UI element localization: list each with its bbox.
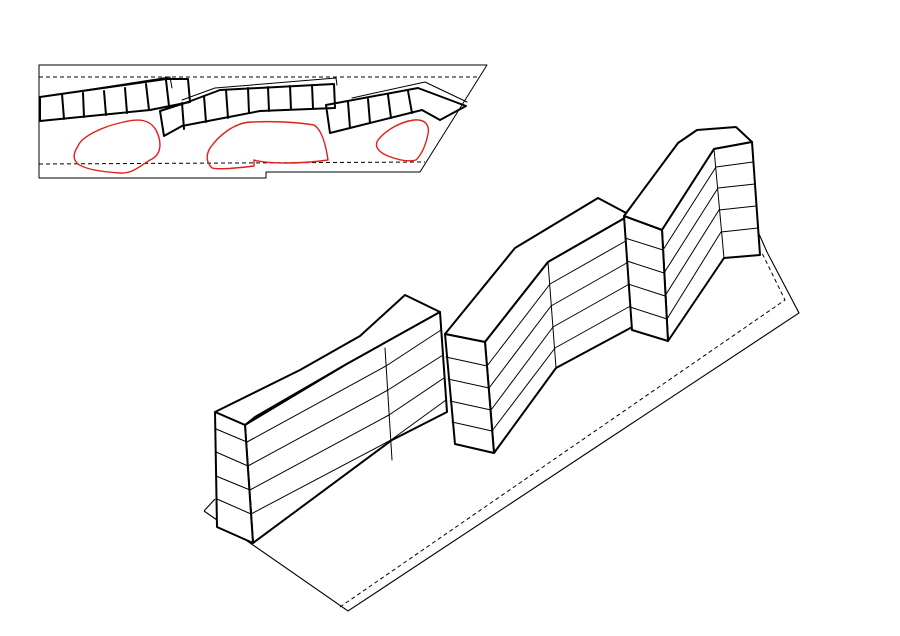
site-plan-plot-boundary xyxy=(38,64,488,179)
site-plan-green-area-3 xyxy=(375,119,430,162)
site-plan-building-3 xyxy=(325,81,468,134)
massing-building-1 xyxy=(214,294,448,544)
ground-plot-outline xyxy=(203,233,800,612)
ground-setback-line xyxy=(339,252,786,608)
site-plan-building-1 xyxy=(39,76,191,122)
site-plan-building-2 xyxy=(159,77,338,137)
site-plan-inset xyxy=(38,64,488,179)
axonometric-massing-view xyxy=(203,126,800,612)
massing-building-3 xyxy=(623,126,761,342)
site-plan-setback-bottom xyxy=(38,161,426,165)
site-plan-green-area-2 xyxy=(206,120,329,170)
site-plan-green-area-1 xyxy=(73,119,161,174)
massing-building-2 xyxy=(444,197,637,454)
